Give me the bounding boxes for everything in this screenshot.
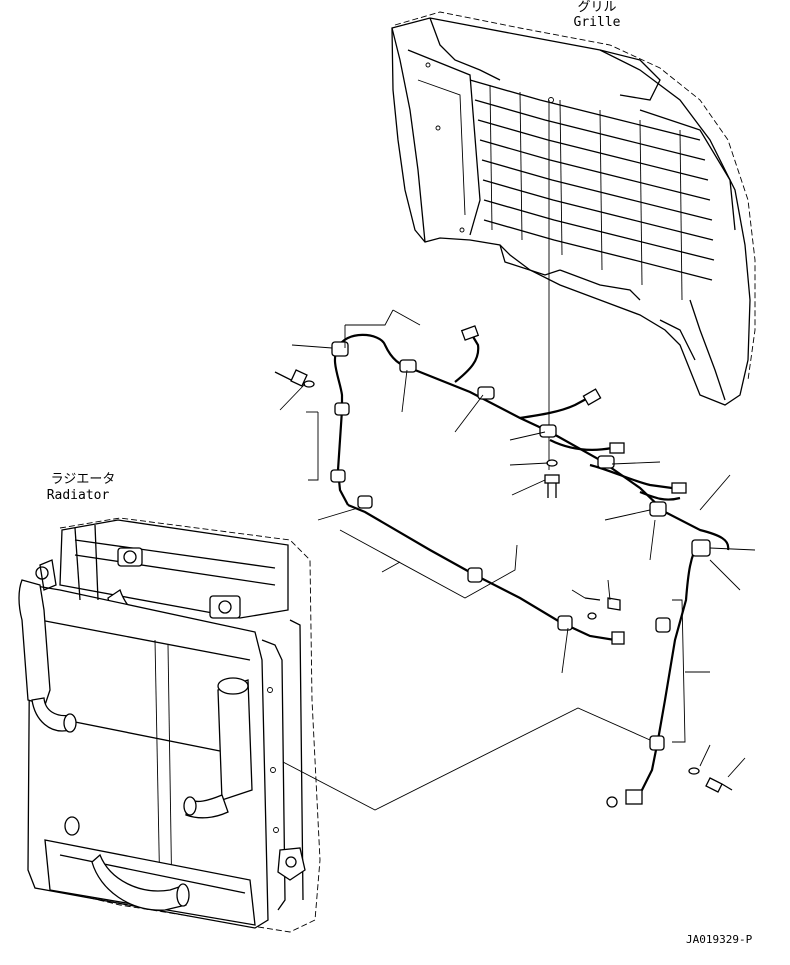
connector [625,789,643,805]
harness-clamps [330,341,711,751]
grille-louvers [469,79,715,301]
radiator-drawing [18,517,321,933]
connector [609,442,625,454]
connector [611,631,625,645]
grille-drawing [391,11,756,406]
drawing-code: JA019329-P [686,933,753,946]
connector [460,325,480,341]
connector [671,482,687,494]
wiring-harness [274,309,756,811]
connector [582,388,602,406]
radiator-label-jp: ラジエータ [50,472,116,487]
radiator-label-en: Radiator [46,488,110,503]
leader-lines [279,309,756,811]
grille-label-en: Grille [573,15,621,30]
bolts-and-washers [274,369,733,793]
grille-label-jp: グリル [577,0,617,15]
connector-ring [606,796,618,808]
